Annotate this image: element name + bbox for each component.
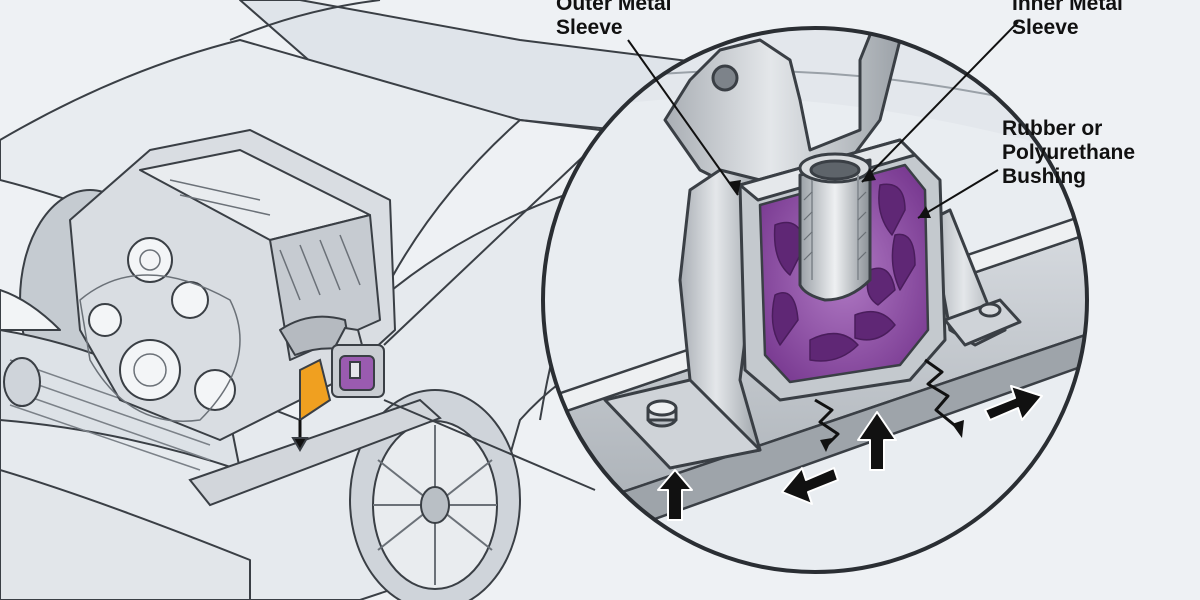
engine-mount-location <box>188 326 442 507</box>
inner-metal-sleeve <box>798 152 872 302</box>
label-line: Sleeve <box>1012 16 1079 39</box>
magnified-view <box>541 26 1089 574</box>
arrow-icon <box>857 411 897 471</box>
arrow-icon <box>781 467 839 505</box>
arrow-icon <box>984 385 1043 421</box>
label-line: Polyurethane <box>1002 141 1136 164</box>
force-arrows <box>657 385 1043 521</box>
label-line: Sleeve <box>556 16 623 39</box>
leader-lines <box>627 21 1019 219</box>
outer-metal-sleeve <box>603 28 1022 470</box>
label-rubber-bushing: Rubber or Polyurethane Bushing <box>1002 117 1135 189</box>
label-line: Inner Metal <box>1012 0 1123 15</box>
arrow-icon <box>657 469 693 521</box>
label-line: Outer Metal <box>556 0 672 15</box>
magnifier-connector <box>383 149 596 491</box>
label-line: Bushing <box>1002 165 1086 188</box>
zigzag-icon <box>924 358 959 430</box>
zigzag-icon <box>814 398 840 448</box>
label-inner-metal-sleeve: Inner Metal Sleeve <box>1012 0 1123 40</box>
label-outer-metal-sleeve: Outer Metal Sleeve <box>556 0 672 40</box>
label-line: Rubber or <box>1002 117 1103 140</box>
vibration-marks <box>814 358 959 448</box>
